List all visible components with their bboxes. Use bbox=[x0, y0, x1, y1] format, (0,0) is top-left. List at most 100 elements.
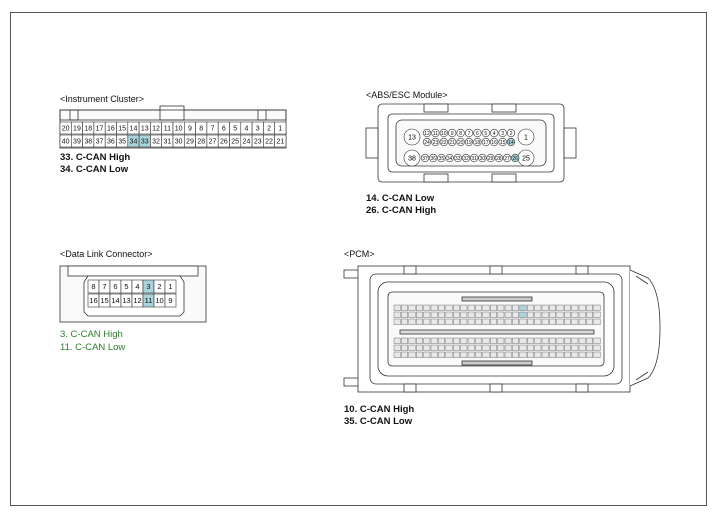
ic-bottom-label: 23 bbox=[254, 139, 262, 146]
abs-bottom-pin bbox=[511, 153, 520, 163]
abs-mid-pin bbox=[422, 137, 432, 147]
pcm-pin bbox=[467, 311, 475, 318]
pcm-pin bbox=[541, 337, 549, 344]
pcm-pin bbox=[423, 311, 431, 318]
ic-bottom-label: 28 bbox=[197, 139, 205, 146]
ic-bottom-cell bbox=[274, 134, 287, 148]
dlc-top-label: 6 bbox=[113, 282, 117, 291]
pcm-pin bbox=[490, 344, 497, 351]
ic-bottom-label: 32 bbox=[152, 139, 160, 146]
abs-top-label: 8 bbox=[459, 131, 462, 137]
dlc-bottom-label: 16 bbox=[89, 296, 97, 305]
pcm-pin bbox=[534, 351, 542, 358]
ic-bottom-label: 40 bbox=[62, 139, 70, 146]
pcm-pin bbox=[482, 344, 490, 351]
pcm-pin bbox=[401, 337, 408, 344]
pcm-pin bbox=[393, 344, 401, 351]
dlc-top-label: 2 bbox=[157, 282, 161, 291]
pcm-note-2: 35. C-CAN Low bbox=[344, 416, 413, 427]
pcm-pin bbox=[593, 311, 601, 318]
pcm-pin bbox=[586, 344, 594, 351]
pcm-pin bbox=[408, 318, 416, 325]
pcm-pin bbox=[416, 318, 423, 325]
ic-bottom-label: 26 bbox=[220, 139, 228, 146]
pcm-pin bbox=[497, 344, 505, 351]
pcm-pin bbox=[564, 344, 571, 351]
abs-mid-label: 19 bbox=[466, 140, 472, 146]
pcm-pin bbox=[401, 304, 408, 311]
dlc-top-label: 4 bbox=[135, 282, 139, 291]
ic-top-label: 9 bbox=[188, 126, 192, 133]
abs-bottom-label: 31 bbox=[471, 156, 477, 162]
pcm-pin bbox=[586, 318, 594, 325]
pcm-pin bbox=[593, 351, 601, 358]
abs-mid-label: 16 bbox=[491, 140, 497, 146]
abs-mid-pin bbox=[448, 137, 457, 147]
abs-top-label: 6 bbox=[476, 131, 479, 137]
pcm-pin bbox=[416, 337, 423, 344]
ic-top-cell bbox=[274, 121, 287, 135]
abs-mid-label: 15 bbox=[500, 140, 506, 146]
abs-mid-label: 22 bbox=[441, 140, 447, 146]
pcm-pin bbox=[527, 311, 534, 318]
pcm-pin bbox=[460, 351, 468, 358]
ic-bottom-label: 27 bbox=[209, 139, 217, 146]
ic-top-label: 12 bbox=[152, 126, 160, 133]
ic-top-label: 19 bbox=[73, 126, 81, 133]
pcm-pin bbox=[564, 318, 571, 325]
ic-top-label: 14 bbox=[130, 126, 138, 133]
abs-bottom-pin bbox=[461, 153, 471, 163]
pcm-pin bbox=[423, 337, 431, 344]
pcm-pin bbox=[490, 311, 497, 318]
pcm-pin bbox=[467, 318, 475, 325]
pcm-pin bbox=[475, 311, 482, 318]
pcm-pin bbox=[423, 304, 431, 311]
abs-top-pin bbox=[439, 128, 448, 138]
abs-bottom-pin bbox=[470, 153, 479, 163]
pcm-pin bbox=[453, 318, 460, 325]
ic-top-label: 4 bbox=[244, 126, 248, 133]
abs-bottom-label: 30 bbox=[480, 156, 486, 162]
pcm-pin bbox=[482, 304, 490, 311]
pcm-pin bbox=[593, 304, 601, 311]
abs-mid-label: 20 bbox=[458, 140, 464, 146]
ic-bottom-label: 25 bbox=[231, 139, 239, 146]
pcm-pin bbox=[393, 318, 401, 325]
ic-top-label: 17 bbox=[96, 126, 104, 133]
pcm-pin bbox=[578, 351, 586, 358]
pcm-pin bbox=[445, 351, 453, 358]
pcm-pin bbox=[401, 311, 408, 318]
dlc-bottom-cell bbox=[164, 293, 177, 308]
abs-bottom-label: 37 bbox=[422, 156, 428, 162]
pcm-pin bbox=[519, 304, 527, 311]
abs-top-label: 7 bbox=[468, 131, 471, 137]
ic-bottom-label: 35 bbox=[118, 139, 126, 146]
instrument-cluster-note-2: 34. C-CAN Low bbox=[60, 164, 129, 175]
pcm-pin bbox=[453, 304, 460, 311]
pcm-pin bbox=[586, 337, 594, 344]
pcm-pin bbox=[534, 344, 542, 351]
abs-bottom-pin bbox=[478, 153, 487, 163]
ic-bottom-label: 33 bbox=[141, 139, 149, 146]
pcm-pin bbox=[438, 337, 445, 344]
dlc-top-label: 3 bbox=[146, 282, 150, 291]
abs-top-pin bbox=[464, 128, 474, 138]
pcm-pin bbox=[556, 318, 564, 325]
pcm-pin bbox=[467, 351, 475, 358]
pcm-pin bbox=[512, 344, 520, 351]
instrument-cluster-note-1: 33. C-CAN High bbox=[60, 152, 131, 163]
pcm-pin bbox=[578, 344, 586, 351]
abs-bottom-label: 27 bbox=[504, 156, 510, 162]
pcm-pin bbox=[571, 318, 579, 325]
abs-bottom-label: 26 bbox=[512, 156, 518, 162]
pcm-pin bbox=[430, 337, 438, 344]
pcm-pin bbox=[556, 351, 564, 358]
pcm-pin bbox=[497, 351, 505, 358]
abs-mid-label: 21 bbox=[449, 140, 455, 146]
ic-top-label: 6 bbox=[222, 126, 226, 133]
ic-bottom-label: 29 bbox=[186, 139, 194, 146]
abs-top-label: 10 bbox=[441, 131, 447, 137]
pcm-pin bbox=[460, 337, 468, 344]
instrument-cluster-title: <Instrument Cluster> bbox=[60, 94, 145, 104]
pcm-pin bbox=[497, 311, 505, 318]
